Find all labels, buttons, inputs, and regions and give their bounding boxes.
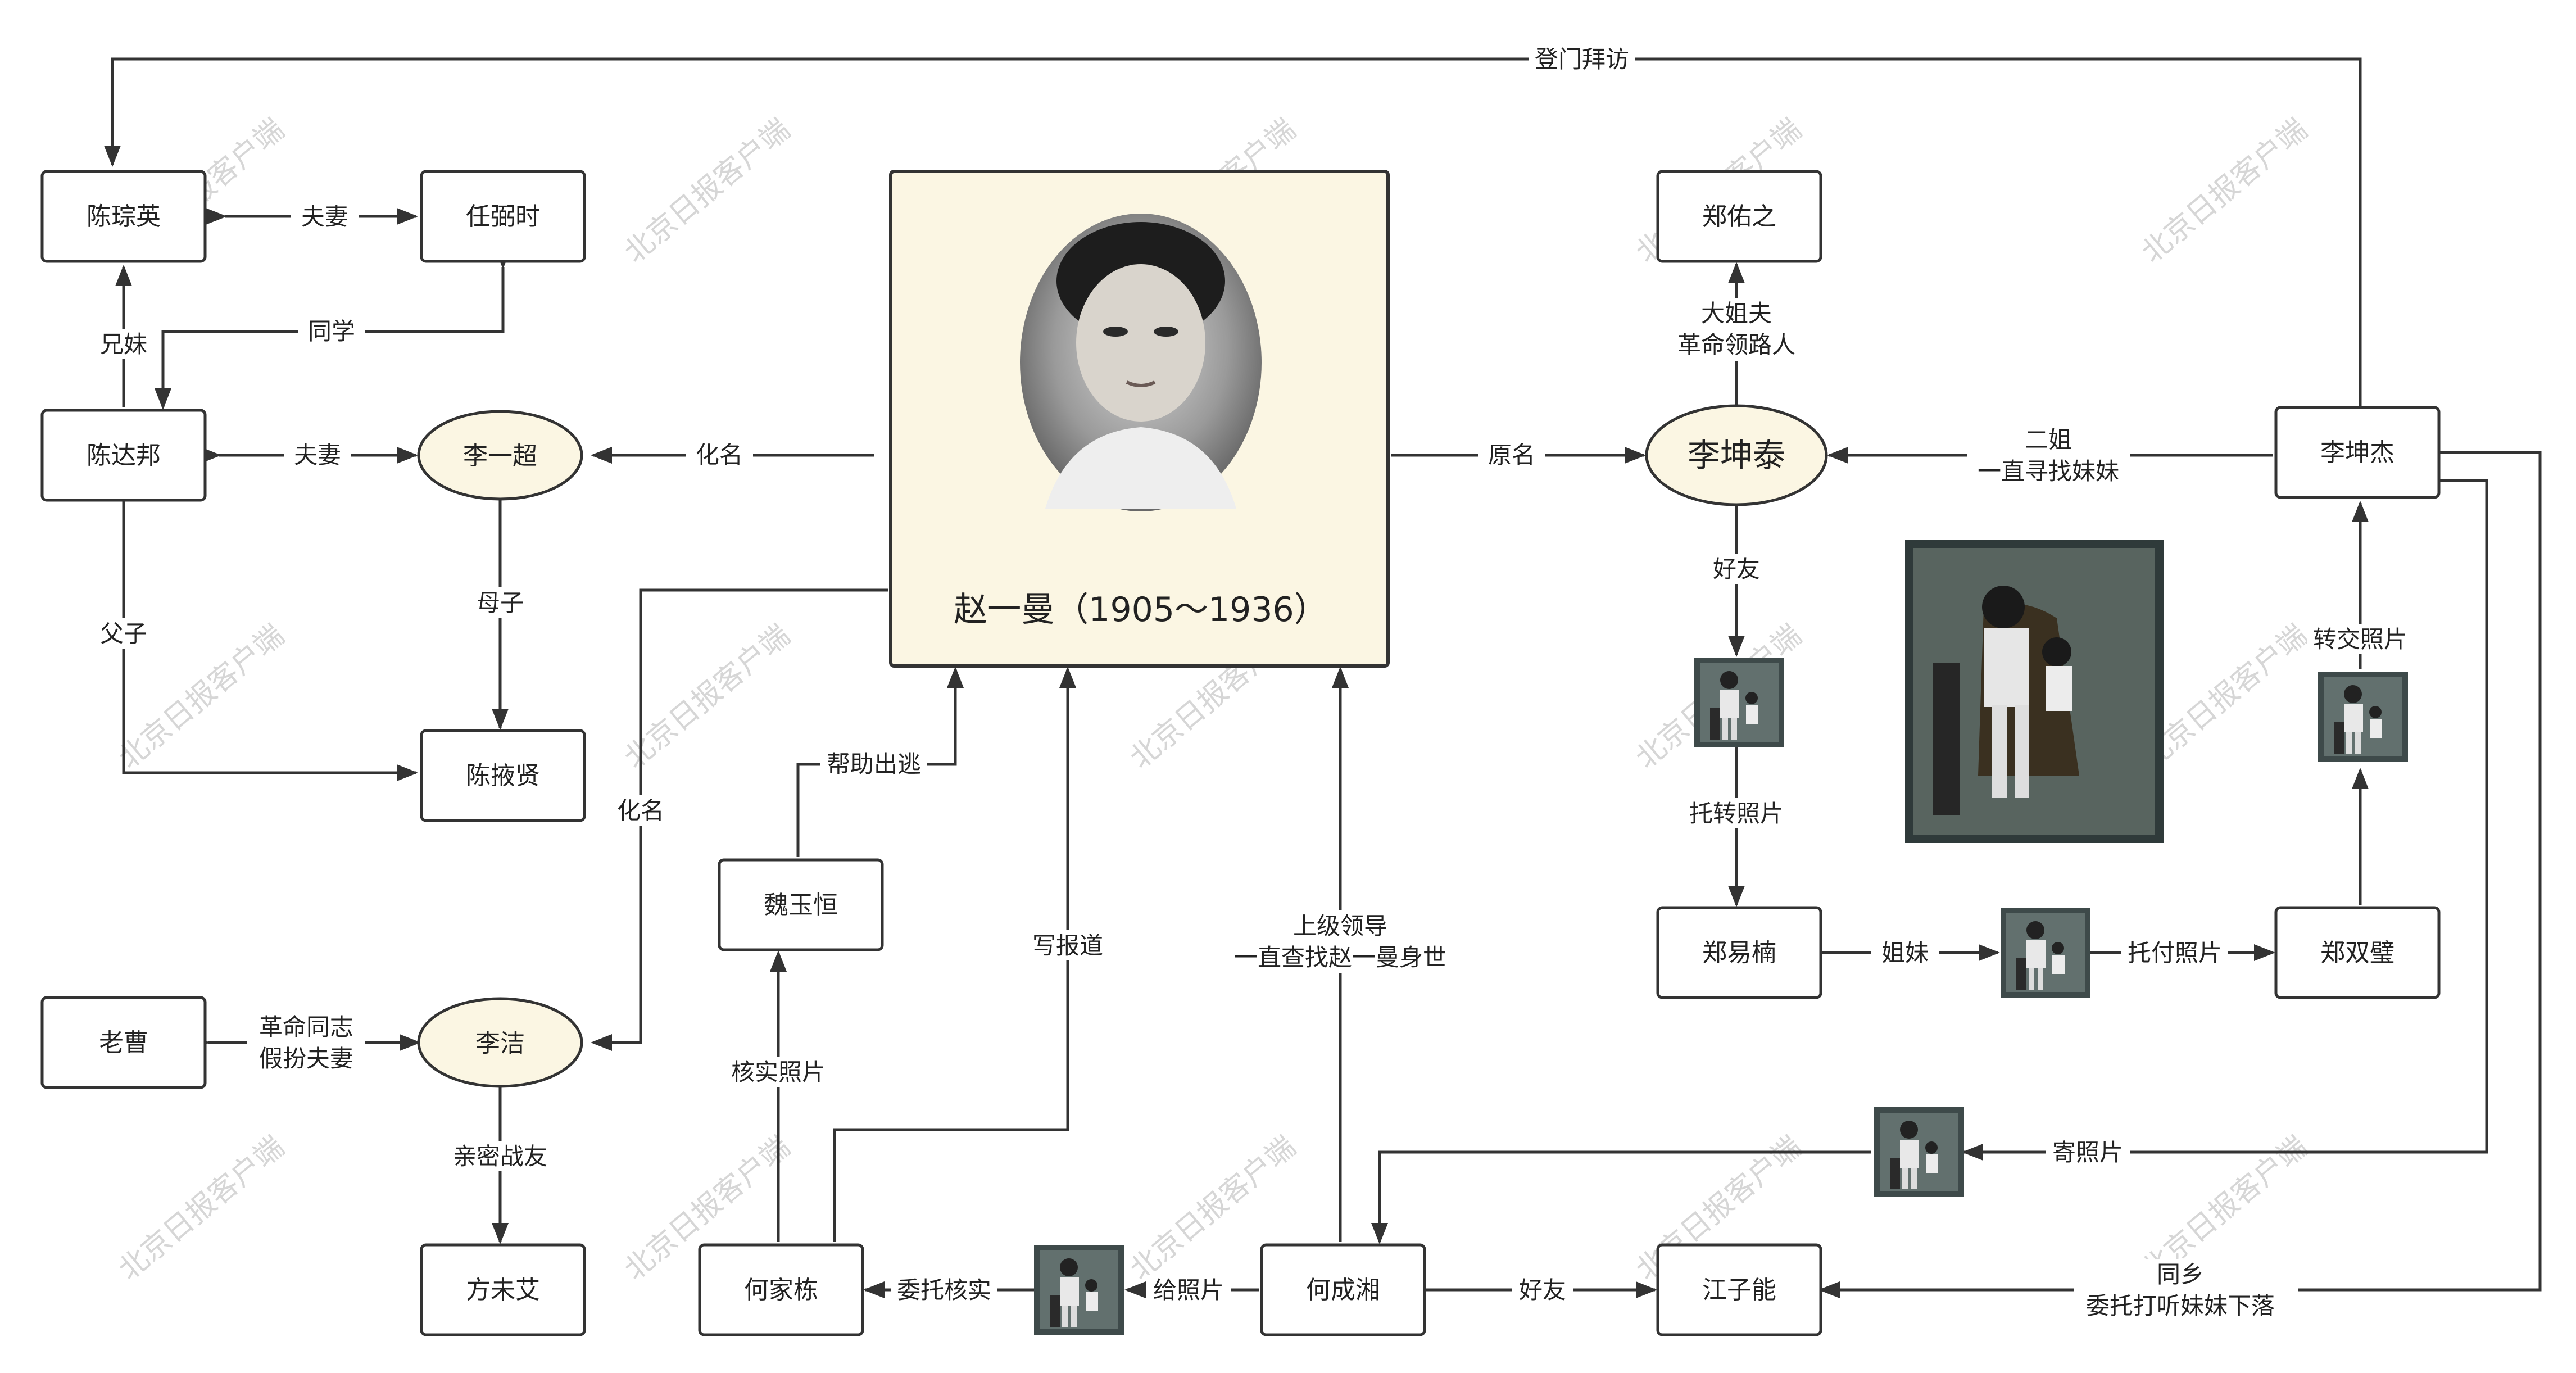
- label-second-sister-2: 一直寻找妹妹: [1978, 457, 2119, 485]
- label-hometown-2: 委托打听妹妹下落: [2086, 1292, 2275, 1320]
- photo-thumb: [1694, 658, 1784, 747]
- photo-thumb: [1874, 1107, 1964, 1197]
- label-couple1: 夫妻: [301, 203, 348, 230]
- node-label: 方未艾: [466, 1276, 540, 1304]
- label-alias2: 化名: [617, 797, 664, 824]
- node-ren-bishi: 任弼时: [420, 170, 586, 263]
- node-label: 陈琮英: [87, 202, 161, 231]
- node-label: 任弼时: [466, 202, 540, 231]
- edge-wrote-report: [833, 667, 1076, 1242]
- node-chen-yexian: 陈掖贤: [420, 729, 586, 822]
- label-classmates: 同学: [308, 318, 355, 345]
- node-lao-cao: 老曹: [40, 996, 207, 1089]
- label-alias1: 化名: [696, 441, 743, 469]
- node-li-kunjie: 李坤杰: [2274, 406, 2441, 499]
- label-entrust-photo: 托付照片: [2128, 939, 2222, 967]
- node-label: 陈达邦: [87, 441, 161, 470]
- node-label: 魏玉恒: [764, 891, 838, 919]
- edge-visit: [104, 57, 2362, 407]
- label-couple2: 夫妻: [294, 441, 341, 469]
- watermark-text: 北京日报客户端: [2135, 112, 2314, 270]
- large-photo: [1905, 540, 2164, 843]
- node-label: 赵一曼（1905～1936）: [954, 590, 1327, 629]
- label-superior-2: 一直查找赵一曼身世: [1234, 944, 1446, 971]
- label-siblings: 兄妹: [100, 330, 147, 358]
- watermark-text: 北京日报客户端: [618, 112, 796, 270]
- label-verify-photo: 核实照片: [731, 1058, 826, 1086]
- label-comrades-1: 革命同志: [259, 1013, 353, 1041]
- label-second-sister-1: 二姐: [2025, 426, 2072, 454]
- nodes: 陈琮英 任弼时 陈达邦 陈掖贤 老曹 方未艾 魏玉恒 何家栋: [40, 170, 2441, 1336]
- node-label: 郑双璧: [2320, 939, 2394, 967]
- label-visit: 登门拜访: [1535, 46, 1629, 73]
- node-fang-moai: 方未艾: [420, 1243, 586, 1336]
- node-zheng-shuangbi: 郑双璧: [2274, 906, 2441, 999]
- label-gave-photo: 给照片: [1153, 1276, 1224, 1304]
- node-label: 李坤杰: [2320, 438, 2394, 467]
- portrait-image: [1020, 214, 1262, 511]
- label-friends1: 好友: [1519, 1276, 1566, 1304]
- node-he-chengxiang: 何成湘: [1260, 1243, 1426, 1336]
- label-helped-escape: 帮助出逃: [827, 750, 921, 778]
- node-zhao-yiman: 赵一曼（1905～1936）: [889, 170, 1390, 668]
- node-label: 江子能: [1702, 1276, 1776, 1304]
- node-label: 李一超: [463, 442, 537, 470]
- watermark-text: 北京日报客户端: [618, 618, 796, 776]
- edge-mail-photo-1: [1962, 479, 2488, 1161]
- node-li-yichao: 李一超: [417, 410, 583, 501]
- node-label: 何家栋: [744, 1276, 818, 1304]
- photo-thumb: [1034, 1245, 1124, 1335]
- label-sisters: 姐妹: [1881, 939, 1929, 967]
- label-brother-in-law-1: 大姐夫: [1701, 300, 1772, 327]
- photo-thumb: [2318, 672, 2408, 762]
- node-label: 李坤泰: [1688, 436, 1785, 474]
- photo-thumb: [2001, 908, 2090, 998]
- label-mail-photo: 寄照片: [2052, 1139, 2123, 1166]
- label-hand-over-photo: 转交照片: [2313, 626, 2407, 653]
- node-zheng-yinan: 郑易楠: [1656, 906, 1822, 999]
- label-superior-1: 上级领导: [1293, 912, 1387, 940]
- label-brother-in-law-2: 革命领路人: [1677, 331, 1795, 359]
- label-close-comrades: 亲密战友: [453, 1143, 547, 1170]
- watermark-text: 北京日报客户端: [112, 1130, 291, 1287]
- label-father-son: 父子: [100, 620, 147, 647]
- edge-labels: 登门拜访 夫妻 兄妹 同学 夫妻 化名 母子 父子 化名 革命同志 假扮夫妻 亲…: [93, 44, 2414, 1322]
- node-chen-congying: 陈琮英: [40, 170, 207, 263]
- node-he-jiadong: 何家栋: [698, 1243, 864, 1336]
- node-zheng-youzhi: 郑佑之: [1656, 170, 1822, 263]
- label-wrote-report: 写报道: [1032, 932, 1103, 959]
- node-label: 郑易楠: [1702, 939, 1776, 967]
- node-label: 李洁: [475, 1029, 525, 1058]
- node-jiang-zineng: 江子能: [1656, 1243, 1822, 1336]
- node-li-jie: 李洁: [417, 997, 583, 1088]
- node-chen-dabang: 陈达邦: [40, 409, 207, 502]
- label-friends2: 好友: [1713, 555, 1760, 583]
- label-forward-photo: 托转照片: [1689, 800, 1784, 827]
- node-label: 陈掖贤: [466, 762, 540, 790]
- edge-mail-photo-2: [1371, 1150, 1871, 1244]
- node-label: 郑佑之: [1702, 202, 1776, 231]
- node-li-kuntai: 李坤泰: [1645, 404, 1828, 506]
- label-comrades-2: 假扮夫妻: [259, 1045, 353, 1072]
- photos: [1034, 540, 2408, 1335]
- node-label: 何成湘: [1306, 1276, 1380, 1304]
- edge-father-son: [122, 500, 418, 781]
- node-label: 老曹: [99, 1028, 148, 1057]
- label-original-name: 原名: [1488, 441, 1535, 469]
- label-entrust-verify: 委托核实: [897, 1276, 991, 1304]
- node-wei-yuheng: 魏玉恒: [718, 858, 884, 951]
- label-mother-son: 母子: [477, 589, 524, 617]
- label-hometown-1: 同乡: [2157, 1261, 2204, 1288]
